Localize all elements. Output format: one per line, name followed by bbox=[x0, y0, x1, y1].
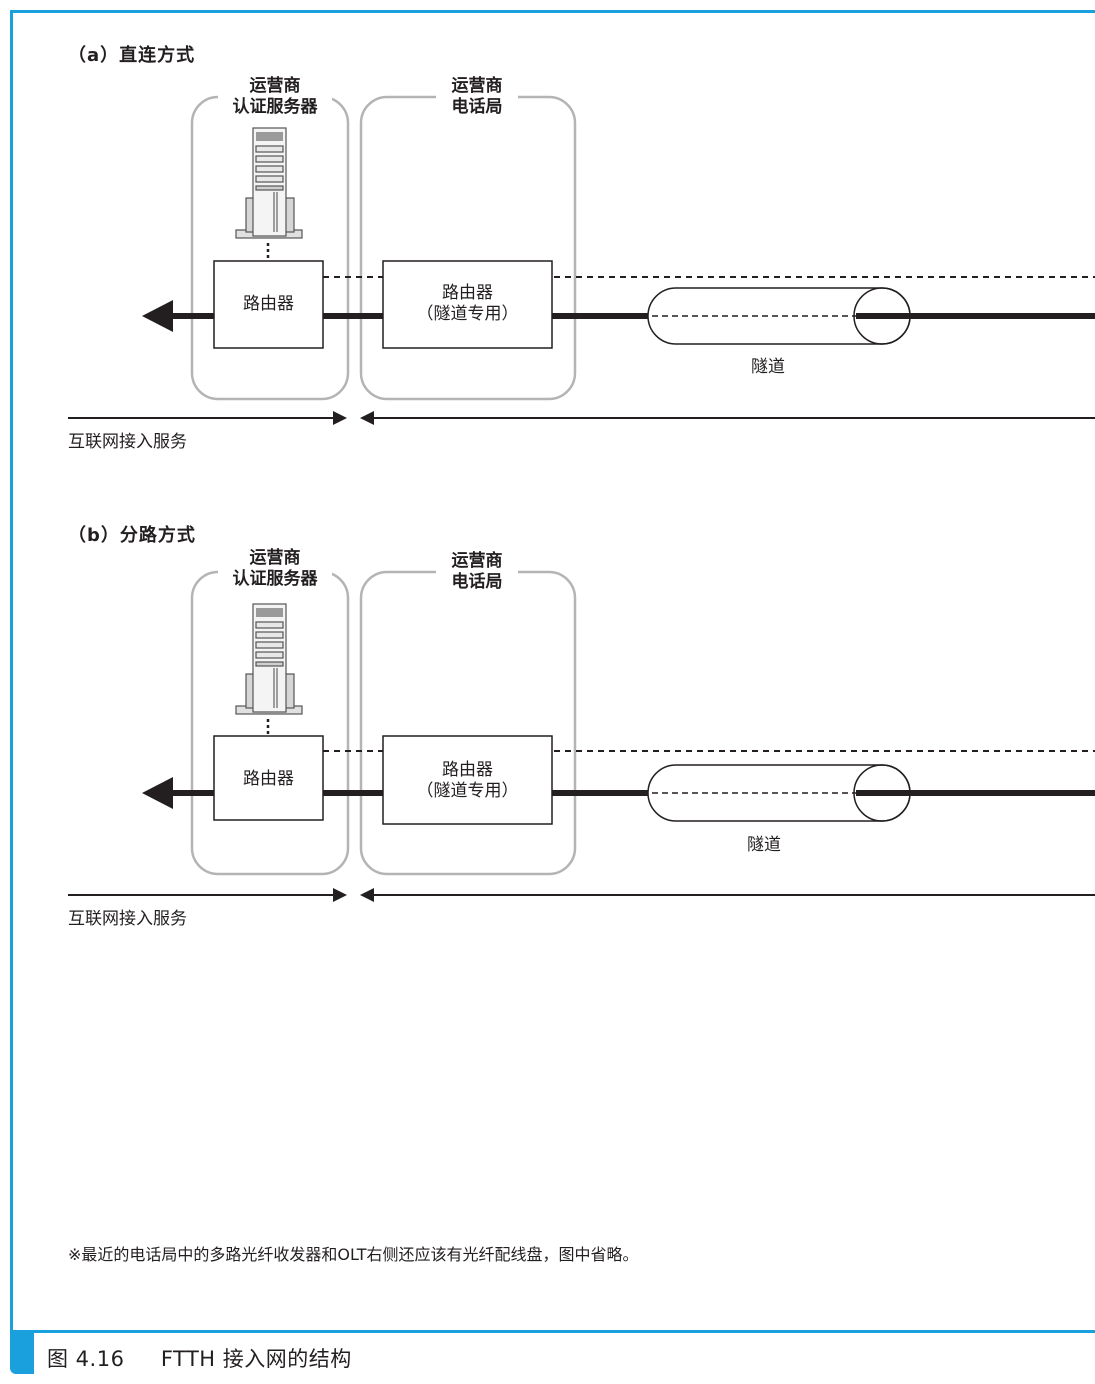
phone-office-box bbox=[359, 570, 577, 876]
figure-number: 图 4.16 bbox=[47, 1347, 125, 1371]
network-diagram bbox=[68, 95, 1095, 425]
service-label: 互联网接入服务 bbox=[68, 909, 187, 929]
left-router-label: 路由器 bbox=[243, 294, 294, 314]
section-title: （b）分路方式 bbox=[68, 525, 196, 546]
top-border bbox=[10, 10, 1095, 13]
service-label: 互联网接入服务 bbox=[68, 432, 187, 452]
server-icon bbox=[235, 127, 303, 239]
auth-server-label: 运营商 认证服务器 bbox=[218, 76, 332, 118]
tunnel-router-label: 路由器 （隧道专用） bbox=[416, 760, 519, 801]
section-a: （a）直连方式 bbox=[0, 0, 1095, 470]
tunnel-label: 隧道 bbox=[747, 835, 781, 855]
tunnel-label: 隧道 bbox=[751, 357, 785, 377]
tunnel-router-box bbox=[382, 735, 553, 825]
figure-title: FTTH 接入网的结构 bbox=[160, 1347, 352, 1371]
section-b: （b）分路方式 bbox=[0, 476, 1095, 946]
left-router-box bbox=[213, 260, 324, 349]
tunnel-router-label: 路由器 （隧道专用） bbox=[416, 283, 519, 324]
caption-rule bbox=[10, 1330, 1095, 1333]
left-router-label: 路由器 bbox=[243, 769, 294, 789]
left-border bbox=[10, 10, 13, 1332]
auth-server-label: 运营商 认证服务器 bbox=[218, 548, 332, 590]
service-span-arrows bbox=[68, 888, 1095, 902]
figure-caption: 图 4.16 FTTH 接入网的结构 bbox=[47, 1343, 352, 1373]
phone-office-box bbox=[359, 95, 577, 401]
service-span-arrows bbox=[68, 411, 1095, 425]
arrow-left-icon bbox=[142, 777, 214, 809]
section-title: （a）直连方式 bbox=[68, 45, 196, 66]
caption-tab bbox=[10, 1330, 34, 1374]
left-router-box bbox=[213, 735, 324, 821]
phone-office-label: 运营商 电话局 bbox=[436, 76, 518, 118]
footnote: ※最近的电话局中的多路光纤收发器和OLT右侧还应该有光纤配线盘，图中省略。 bbox=[68, 1245, 639, 1264]
tunnel-router-box bbox=[382, 260, 553, 349]
tunnel-icon bbox=[647, 764, 1095, 822]
arrow-left-icon bbox=[142, 300, 214, 332]
phone-office-label: 运营商 电话局 bbox=[436, 551, 518, 593]
network-diagram bbox=[68, 570, 1095, 902]
server-icon bbox=[235, 603, 303, 715]
tunnel-icon bbox=[647, 287, 1095, 345]
